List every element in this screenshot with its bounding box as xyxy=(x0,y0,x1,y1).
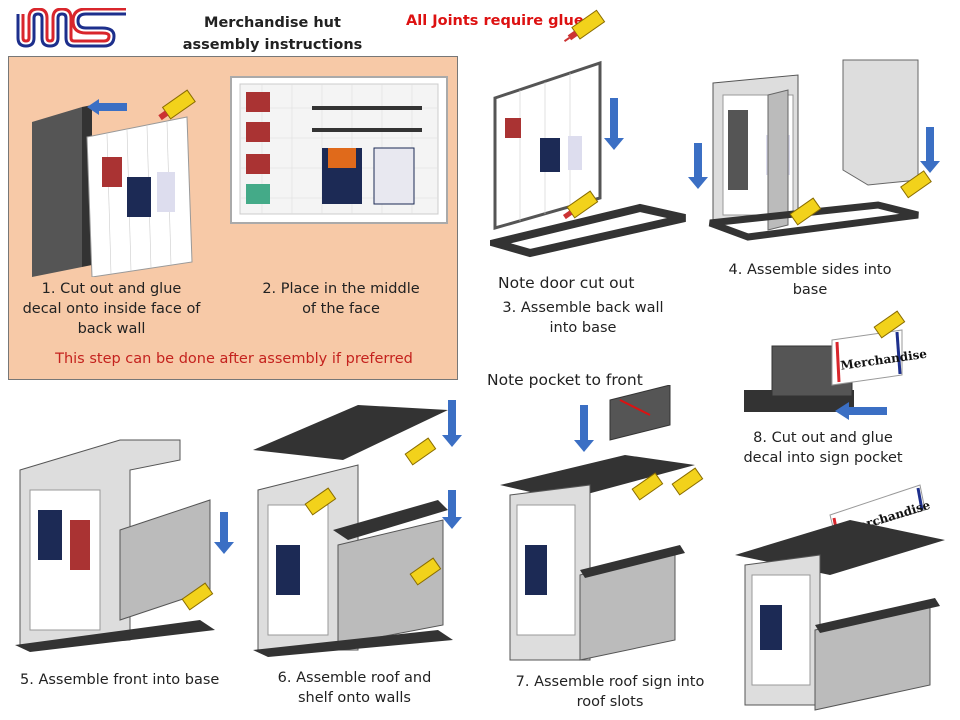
step2-line-1: 2. Place in the middle xyxy=(262,281,420,297)
step7-illustration xyxy=(500,385,704,661)
step4-line-2: base xyxy=(792,282,828,298)
step6-illustration xyxy=(253,400,462,657)
step3-illustration xyxy=(490,60,686,258)
glue-tube-icon xyxy=(563,9,606,43)
step3-note: Note door cut out xyxy=(498,274,635,292)
step1-line-1: 1. Cut out and glue xyxy=(41,281,182,297)
step2-line-2: of the face xyxy=(302,301,380,317)
step5-illustration xyxy=(15,439,234,652)
title-line-1: Merchandise hut xyxy=(204,15,341,31)
step7-line-1: 7. Assemble roof sign into xyxy=(515,674,705,690)
step4-line-1: 4. Assemble sides into xyxy=(728,262,892,278)
step4-illustration xyxy=(688,59,940,241)
prep-note: This step can be done after assembly if … xyxy=(55,351,413,367)
step1-caption: 1. Cut out and glue decal onto inside fa… xyxy=(9,279,214,339)
title-line-2: assembly instructions xyxy=(182,37,363,53)
step8-line-1: 8. Cut out and glue xyxy=(753,430,893,446)
step8-illustration: Merchandise xyxy=(744,310,928,420)
step4-caption: 4. Assemble sides into base xyxy=(720,260,900,300)
step3-line-2: into base xyxy=(549,320,617,336)
step5-caption: 5. Assemble front into base xyxy=(20,672,220,688)
step2-illustration xyxy=(230,76,448,224)
step7-note: Note pocket to front xyxy=(487,371,643,389)
prep-panel: 1. Cut out and glue decal onto inside fa… xyxy=(8,56,458,380)
step7-line-2: roof slots xyxy=(576,694,644,710)
step1-line-2: decal onto inside face of xyxy=(22,301,201,317)
document-title: Merchandise hut assembly instructions xyxy=(180,12,365,56)
step8-line-2: decal into sign pocket xyxy=(743,450,903,466)
step1-illustration xyxy=(32,89,196,277)
step1-line-3: back wall xyxy=(77,321,146,337)
step3-caption: 3. Assemble back wall into base xyxy=(485,298,681,338)
step6-caption: 6. Assemble roof and shelf onto walls xyxy=(262,668,447,708)
finished-hut-illustration: Merchandise xyxy=(735,484,945,711)
step8-caption: 8. Cut out and glue decal into sign pock… xyxy=(728,428,918,468)
step3-line-1: 3. Assemble back wall xyxy=(502,300,664,316)
step7-caption: 7. Assemble roof sign into roof slots xyxy=(505,672,715,712)
glue-note: All Joints require glue xyxy=(406,13,584,29)
wmsp-logo xyxy=(16,8,126,48)
step6-line-2: shelf onto walls xyxy=(298,690,411,706)
step2-caption: 2. Place in the middle of the face xyxy=(241,279,441,319)
step6-line-1: 6. Assemble roof and xyxy=(277,670,432,686)
